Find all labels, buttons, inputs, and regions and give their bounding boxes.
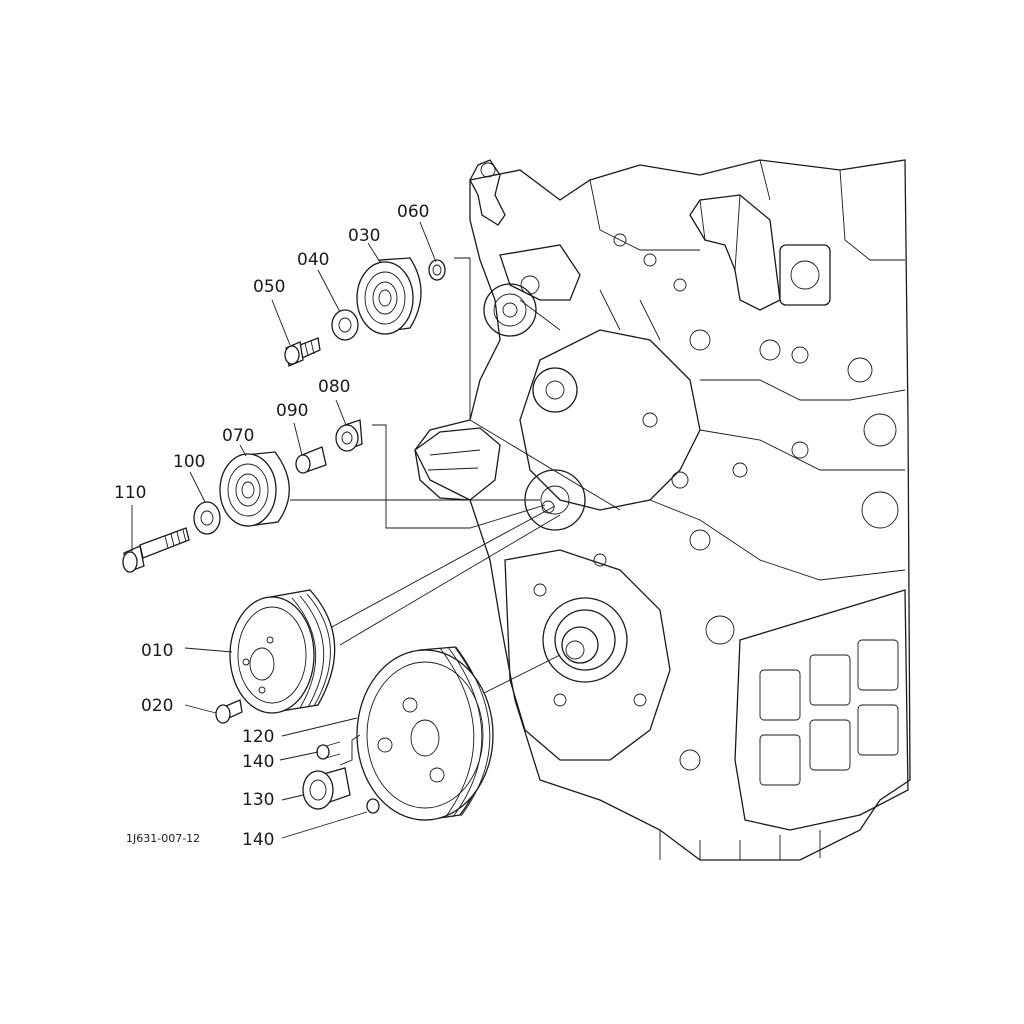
part-070-idler-pulley[interactable] (219, 451, 290, 527)
callout-110[interactable]: 110 (114, 483, 146, 503)
callout-100[interactable]: 100 (173, 452, 205, 472)
callout-060[interactable]: 060 (397, 202, 429, 222)
assembly-centerlines (290, 257, 621, 701)
callout-050[interactable]: 050 (253, 277, 285, 297)
part-020-bolt[interactable] (215, 699, 243, 724)
callout-070[interactable]: 070 (222, 426, 254, 446)
callout-090[interactable]: 090 (276, 401, 308, 421)
part-050-bolt[interactable] (284, 337, 321, 367)
part-120-crank-pulley[interactable] (356, 646, 494, 821)
part-100-washer[interactable] (193, 501, 221, 535)
callout-020[interactable]: 020 (141, 696, 173, 716)
callout-130[interactable]: 130 (242, 790, 274, 810)
leader-lines (131, 221, 437, 839)
callout-labels: 060 030 040 050 080 090 070 100 110 010 … (114, 202, 429, 850)
engine-block (414, 159, 911, 861)
part-090-collar[interactable] (295, 446, 327, 474)
part-110-bolt[interactable] (122, 527, 190, 573)
callout-030[interactable]: 030 (348, 226, 380, 246)
part-140-bolt-upper[interactable] (316, 741, 341, 760)
callout-040[interactable]: 040 (297, 250, 329, 270)
callout-140-lower[interactable]: 140 (242, 830, 274, 850)
part-010-fan-pulley[interactable] (229, 589, 336, 714)
callout-120[interactable]: 120 (242, 727, 274, 747)
callout-140-upper[interactable]: 140 (242, 752, 274, 772)
part-060-washer[interactable] (428, 259, 446, 281)
part-030-idler-pulley[interactable] (356, 257, 422, 335)
part-130-bolt[interactable] (302, 767, 351, 810)
part-040-washer[interactable] (331, 309, 359, 341)
part-080-spacer[interactable] (335, 419, 363, 452)
callout-010[interactable]: 010 (141, 641, 173, 661)
figure-code: 1J631-007-12 (126, 832, 200, 845)
part-140-bolt-lower[interactable] (366, 798, 380, 814)
callout-080[interactable]: 080 (318, 377, 350, 397)
